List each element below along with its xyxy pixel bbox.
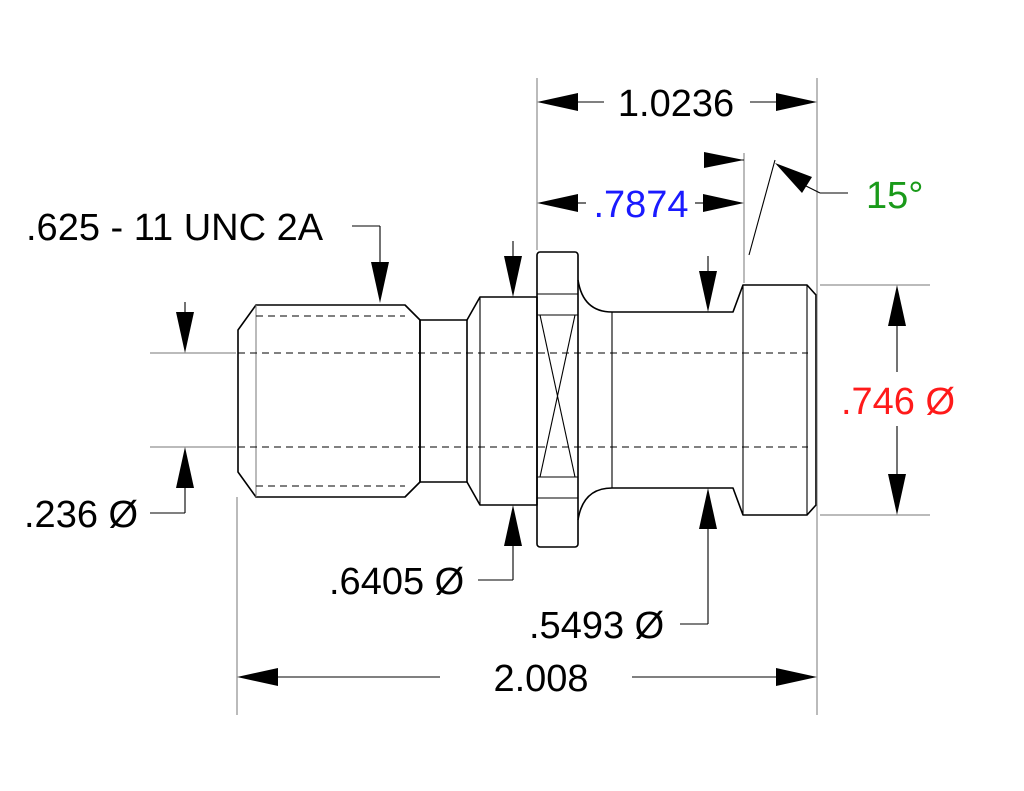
neck-outline <box>577 279 817 521</box>
neck-to-end-label: .7874 <box>593 184 688 226</box>
thread-relief-groove <box>419 319 468 483</box>
flange-to-end-label: 1.0236 <box>618 83 734 125</box>
bore-diameter-label: .236 Ø <box>24 494 138 536</box>
angle-label: 15° <box>866 175 923 217</box>
dim-flange-to-end: 1.0236 <box>537 83 817 125</box>
pull-stud-part <box>237 251 817 548</box>
dim-neck-to-end: .7874 <box>537 152 744 226</box>
flange-cross-2 <box>539 314 576 478</box>
flange-outline <box>536 251 579 548</box>
thread-spec-callout: .625 - 11 UNC 2A <box>26 207 389 303</box>
shoulder-outline <box>466 296 538 506</box>
head-diameter-label: .746 Ø <box>841 381 955 423</box>
dim-head-diameter: .746 Ø <box>841 285 955 515</box>
dim-neck-diameter: .5493 Ø <box>529 256 717 647</box>
dim-bore-diameter: .236 Ø <box>24 302 194 536</box>
thread-spec-label: .625 - 11 UNC 2A <box>26 207 324 249</box>
neck-diameter-label: .5493 Ø <box>529 605 664 647</box>
threaded-section-outline <box>237 304 421 498</box>
overall-length-label: 2.008 <box>493 658 588 700</box>
shoulder-diameter-label: .6405 Ø <box>329 561 464 603</box>
dim-angle: 15° <box>748 159 923 256</box>
dim-overall-length: 2.008 <box>237 658 817 700</box>
extension-lines <box>150 78 930 715</box>
dim-shoulder-diameter: .6405 Ø <box>329 241 522 603</box>
